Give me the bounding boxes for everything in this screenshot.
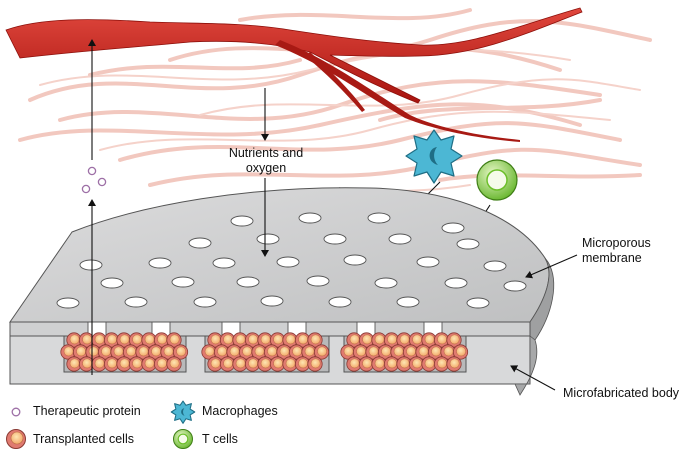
- transplanted-cell: [396, 356, 412, 372]
- transplanted-cell: [244, 356, 261, 372]
- transplanted-cell: [371, 332, 387, 348]
- transplanted-cell: [313, 344, 330, 360]
- nutrients-label: Nutrients and oxygen: [218, 146, 314, 176]
- transplanted-cell: [408, 332, 425, 348]
- transplanted-cell: [207, 356, 223, 372]
- transplanted-cell: [307, 356, 323, 372]
- transplanted-cell: [116, 356, 132, 372]
- transplanted-cell: [421, 356, 437, 372]
- transplanted-cell: [288, 344, 305, 360]
- transplanted-cell: [244, 332, 261, 348]
- transplanted-cell: [238, 344, 255, 360]
- transplanted-cell: [97, 344, 114, 360]
- transplanted-cell: [110, 344, 126, 360]
- therapeutic-protein-dots: [81, 166, 107, 194]
- transplanted-cell: [358, 356, 375, 372]
- body-label: Microfabricated body: [563, 386, 680, 400]
- legend-protein-label: Therapeutic protein: [33, 404, 141, 418]
- legend-t-cell-icon: [173, 429, 193, 449]
- t-cell-icon: [476, 159, 518, 201]
- transplanted-cell: [122, 344, 139, 360]
- transplanted-cell: [269, 356, 286, 372]
- transplanted-cell: [103, 332, 120, 348]
- transplanted-cell: [66, 356, 82, 372]
- transplanted-cell: [251, 344, 267, 360]
- transplanted-cell: [396, 332, 412, 348]
- membrane-label-line1: Microporous: [582, 236, 651, 250]
- legend-transplanted-cell-icon: [6, 429, 26, 449]
- transplanted-cell: [116, 332, 132, 348]
- transplanted-cell: [172, 344, 189, 360]
- legend-icons: [6, 400, 196, 449]
- transplanted-cell: [160, 344, 176, 360]
- legend-transplanted-cells-label: Transplanted cells: [33, 432, 134, 446]
- transplanted-cell: [166, 356, 182, 372]
- transplanted-cell: [358, 332, 375, 348]
- membrane-label-line2: membrane: [582, 251, 642, 265]
- transplanted-cell: [433, 356, 450, 372]
- transplanted-cell: [352, 344, 369, 360]
- transplanted-cell: [269, 332, 286, 348]
- transplanted-cell: [452, 344, 469, 360]
- legend-t-cells-label: T cells: [202, 432, 238, 446]
- transplanted-cell: [135, 344, 151, 360]
- transplanted-cell: [427, 344, 444, 360]
- membrane-pores: [56, 212, 527, 309]
- transplanted-cell: [383, 332, 400, 348]
- transplanted-cell: [78, 356, 95, 372]
- transplanted-cell: [383, 356, 400, 372]
- legend-macrophage-icon: [170, 400, 196, 424]
- transplanted-cell: [307, 332, 323, 348]
- transplanted-cell: [147, 344, 164, 360]
- transplanted-cell: [282, 332, 298, 348]
- transplanted-cell: [166, 332, 182, 348]
- transplanted-cell: [276, 344, 292, 360]
- transplanted-cell: [446, 332, 462, 348]
- transplanted-cell: [390, 344, 406, 360]
- transplanted-cell: [91, 332, 107, 348]
- transplanted-cell: [377, 344, 394, 360]
- transplanted-cell: [408, 356, 425, 372]
- blood-vessel: [5, 7, 583, 142]
- transplanted-cell: [257, 332, 273, 348]
- device-top: [9, 187, 555, 341]
- transplanted-cells: [60, 332, 469, 372]
- transplanted-cell: [219, 356, 236, 372]
- transplanted-cell: [226, 344, 242, 360]
- legend-protein-icon: [11, 407, 21, 417]
- transplanted-cell: [446, 356, 462, 372]
- transplanted-cell: [421, 332, 437, 348]
- nutrients-label-line1: Nutrients and: [228, 146, 304, 160]
- flow-arrows: [88, 39, 578, 391]
- macrophage-icon: [405, 129, 463, 184]
- transplanted-cell: [294, 356, 311, 372]
- transplanted-cell: [207, 332, 223, 348]
- legend-macrophages-label: Macrophages: [202, 404, 278, 418]
- nutrients-label-line2: oxygen: [245, 161, 287, 175]
- transplanted-cell: [402, 344, 419, 360]
- membrane-label: Microporous membrane: [582, 236, 651, 266]
